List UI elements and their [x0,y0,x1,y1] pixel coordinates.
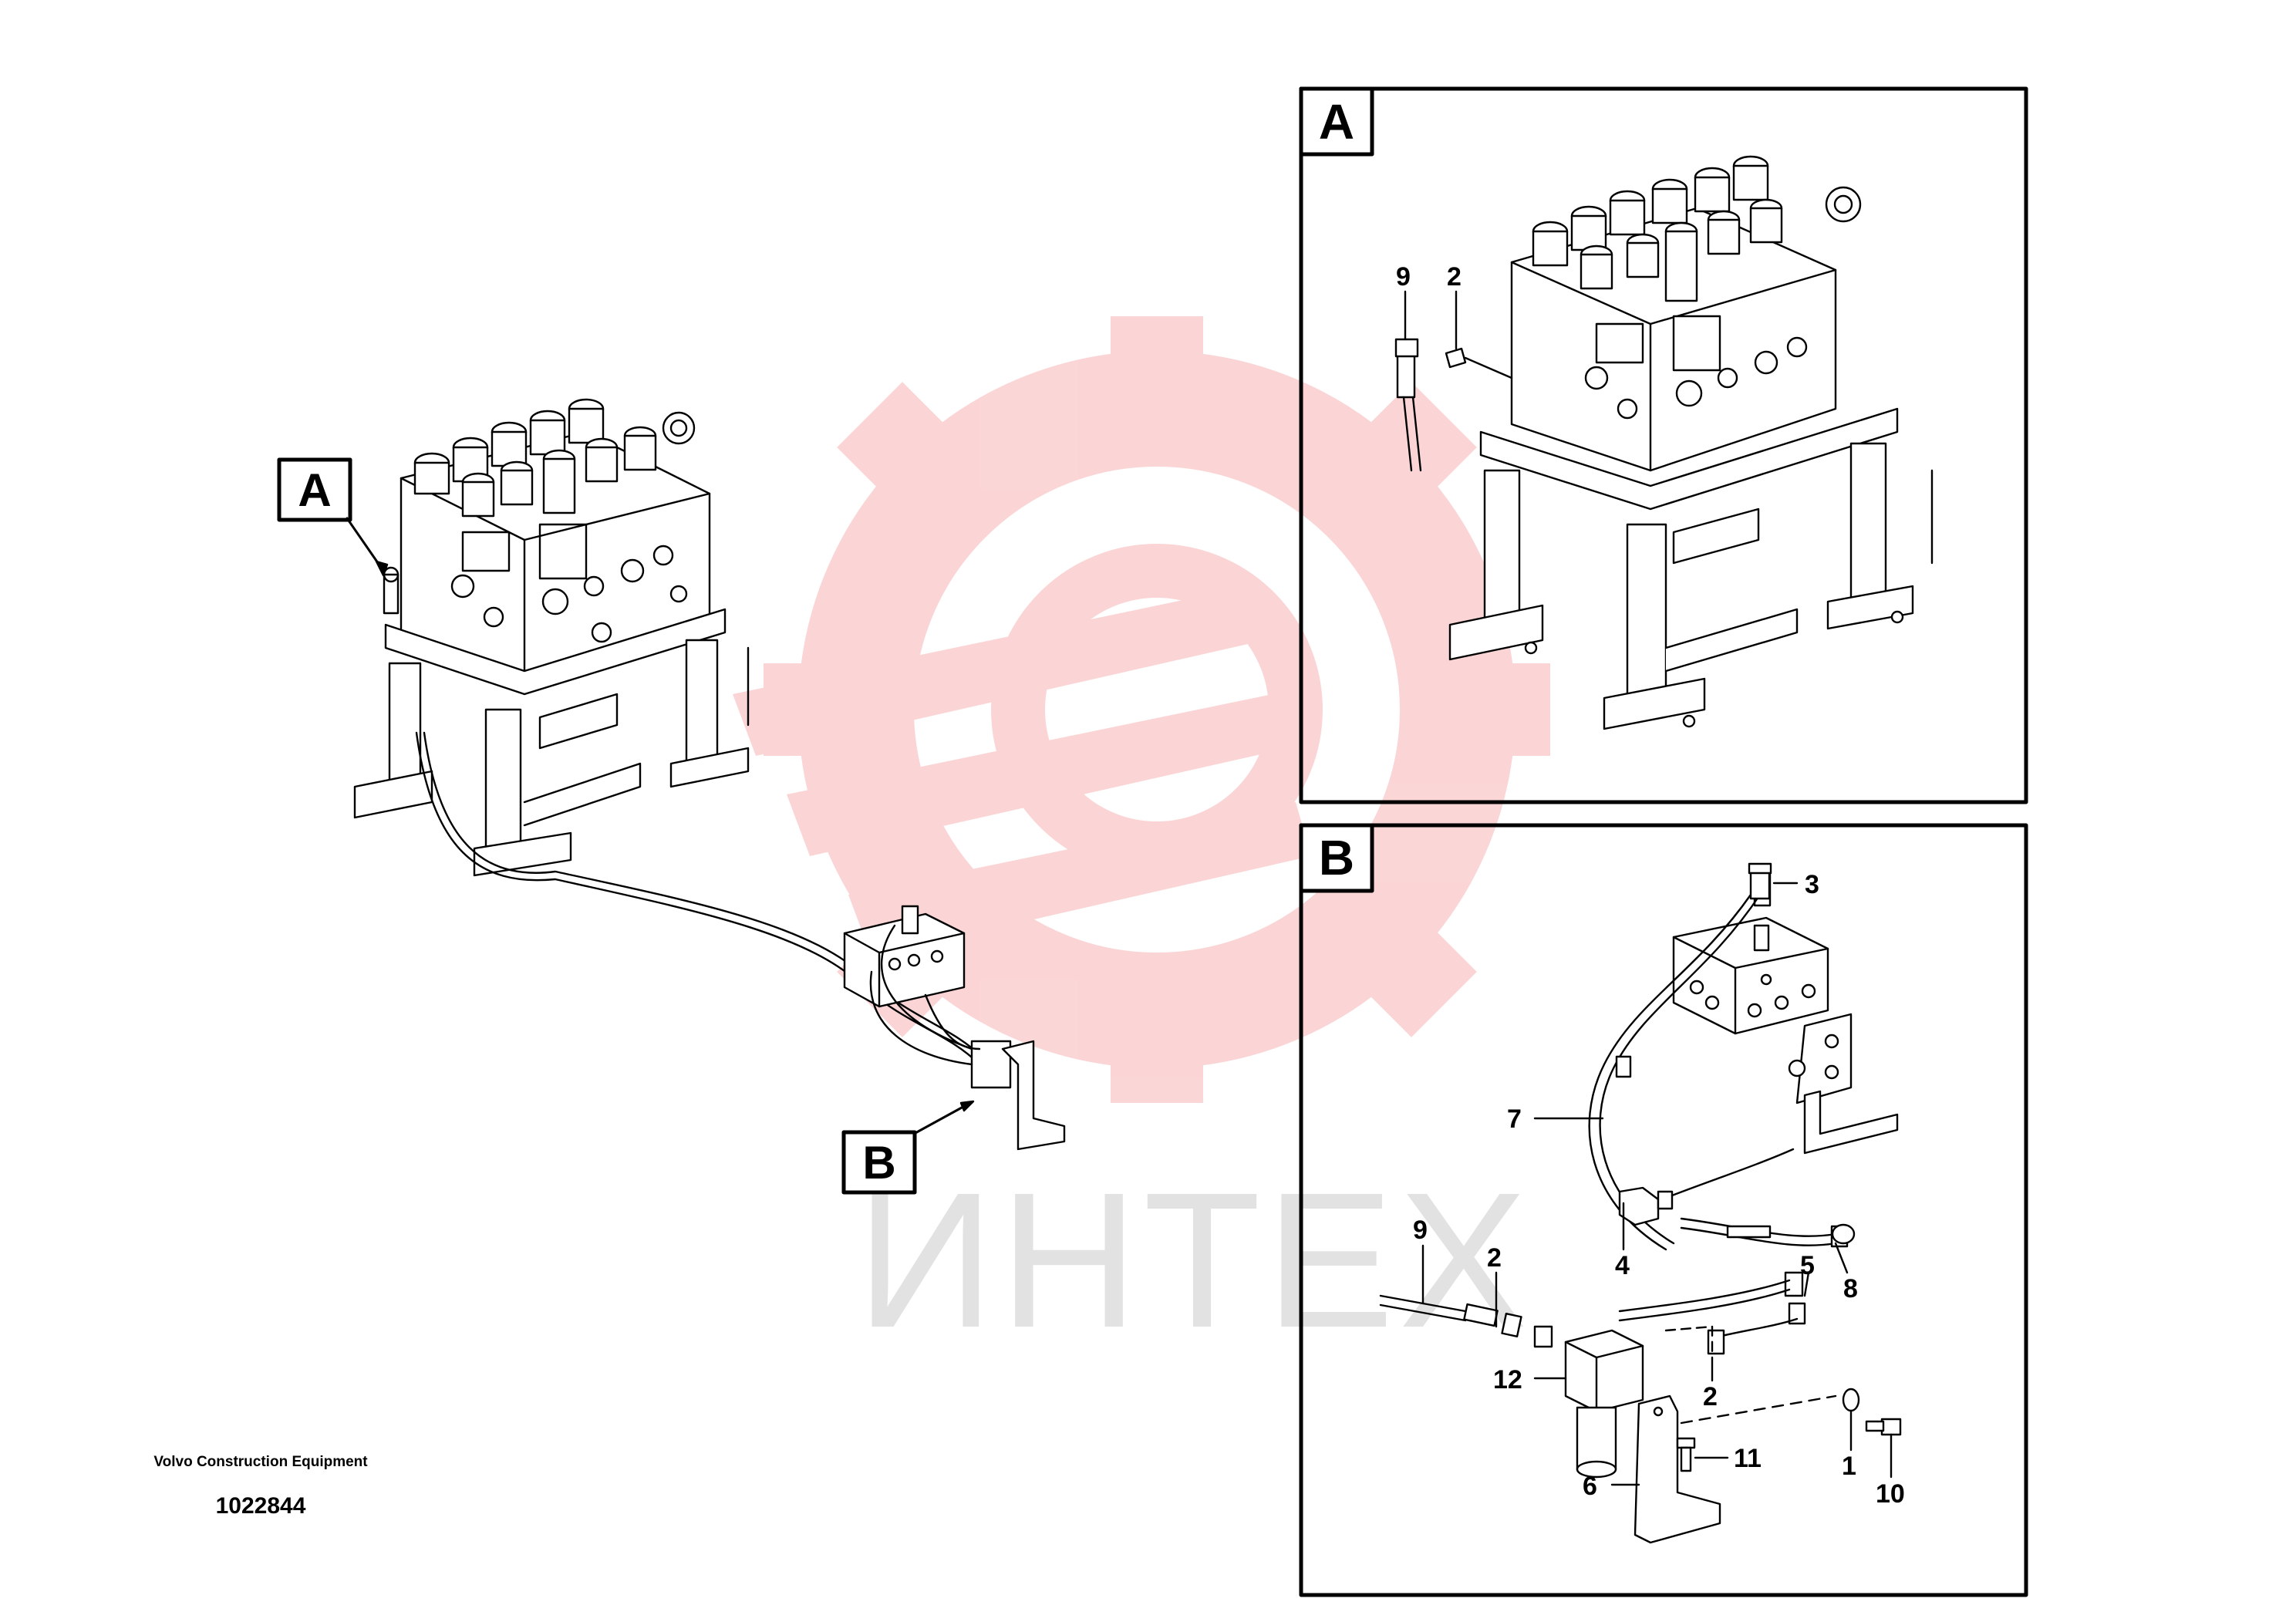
control-valve-detail [1448,155,1934,730]
screw-11-detail [1676,1437,1696,1472]
bracket-6-detail [1633,1394,1837,1544]
detail-panel-b [1299,823,2028,1597]
callout-main-b-label: B [862,1137,895,1189]
solenoid-valve-12-detail [1564,1325,1714,1479]
fitting-8-detail [1831,1223,1856,1245]
label-panel-b-6: 6 [1583,1472,1597,1501]
callout-panel-b-label: B [1319,830,1354,885]
drawing-number: 1022844 [215,1493,306,1519]
callout-main-a [277,457,389,577]
solenoid-valve-assembly-main [843,905,1066,1151]
fitting-3-detail [1748,862,1772,900]
label-panel-b-11: 11 [1734,1444,1762,1473]
solenoid-4-detail [1618,1148,1795,1226]
label-panel-b-3: 3 [1805,870,1819,899]
valve-ports [450,523,688,643]
panel-a-labels: 9 2 [1396,262,1462,292]
hose-fitting-main-a [383,566,400,615]
brand-text: Volvo Construction Equipment [153,1454,368,1470]
manifold-detail [1672,870,1899,1155]
label-panel-b-12: 12 [1493,1365,1522,1394]
label-panel-b-5: 5 [1800,1251,1815,1280]
label-panel-a-2: 2 [1447,262,1462,292]
hose-fitting-detail-a [1394,338,1513,472]
hose-5-detail [1618,1217,1849,1355]
label-panel-b-1: 1 [1842,1452,1856,1481]
callout-panel-a-label: A [1319,94,1354,150]
label-panel-b-7: 7 [1507,1104,1522,1134]
panel-b-labels: 3 7 4 8 5 9 2 12 2 11 1 10 6 [1413,870,1905,1509]
hose-9-detail [1379,1294,1553,1348]
label-panel-b-4: 4 [1615,1251,1630,1280]
hose-main [415,731,981,1066]
washer-1-detail [1842,1388,1860,1412]
valve-spool-caps [413,398,696,518]
control-valve-assembly-main [353,398,985,1066]
label-panel-b-9: 9 [1413,1216,1428,1245]
detail-panel-a [1299,86,2028,804]
label-panel-b-2b: 2 [1703,1382,1718,1411]
valve-support-stand [353,608,750,877]
bolt-10-detail [1865,1418,1902,1436]
callout-main-a-label: A [298,464,331,516]
callout-main-b [841,1100,975,1195]
watermark-text: ИНТЕХ [856,1152,1532,1367]
label-panel-a-9: 9 [1396,262,1411,292]
label-panel-b-10: 10 [1876,1479,1905,1509]
label-panel-b-2a: 2 [1487,1243,1502,1273]
label-panel-b-8: 8 [1843,1274,1858,1303]
